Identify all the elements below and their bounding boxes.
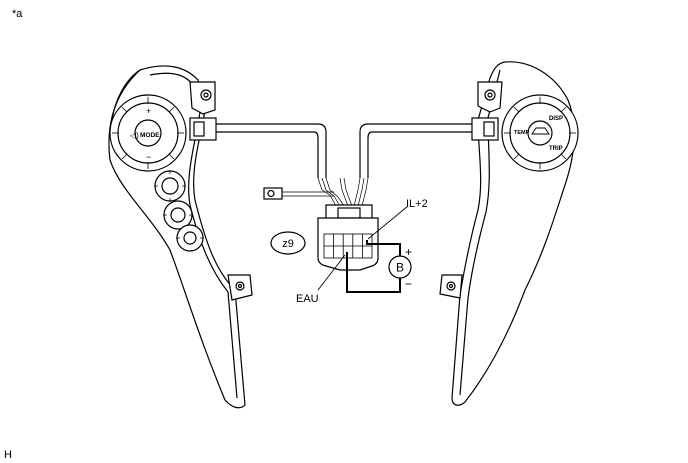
- left-mode-pad: [109, 94, 187, 172]
- branch-wire-terminal: [263, 187, 283, 200]
- negative-test-lead: [346, 252, 401, 293]
- left-voice-button: [154, 170, 186, 202]
- meter-circuit: [346, 240, 401, 293]
- left-steering-pad-switch: ◁) + −: [108, 65, 253, 409]
- right-display-pad-ticks: [504, 97, 576, 169]
- wire-harness: [216, 123, 472, 207]
- left-side-connector: [189, 117, 217, 141]
- voltmeter-symbol: [388, 255, 412, 279]
- figure-corner-label: *a: [12, 8, 23, 20]
- right-trip-label: TRIP: [549, 146, 563, 152]
- positive-sign: +: [405, 245, 412, 259]
- right-lower-mount-tab: [439, 274, 463, 299]
- left-harness-cable: [216, 123, 327, 178]
- voltmeter-label: B: [396, 261, 404, 275]
- left-mode-label: MODE: [140, 132, 160, 139]
- figure-code: H: [4, 449, 12, 461]
- left-volume-icon: ◁): [129, 131, 139, 140]
- left-minus-icon: −: [146, 152, 151, 162]
- connector-fan-wires: [317, 177, 369, 207]
- right-side-connector: [471, 117, 499, 141]
- connector-name-tag: [270, 231, 306, 255]
- connector-z9: [317, 204, 379, 271]
- left-mode-pad-ticks: [112, 97, 184, 169]
- left-plus-icon: +: [146, 106, 151, 116]
- right-steering-pad-switch: [439, 61, 579, 406]
- negative-sign: −: [405, 277, 412, 291]
- terminal-label-bottom: EAU: [296, 293, 319, 305]
- left-switch-inner-edge: [149, 72, 238, 399]
- positive-test-lead: [366, 240, 401, 256]
- connector-z9-body: [317, 217, 379, 271]
- left-button-ticks: [154, 170, 204, 239]
- left-hangup-button: [176, 224, 204, 252]
- right-temp-label: TEMP: [514, 130, 530, 136]
- il2-leader-line: [367, 205, 409, 240]
- left-upper-mount-hole: [200, 89, 212, 101]
- connector-name: z9: [282, 238, 294, 250]
- terminal-label-top: IL+2: [406, 198, 428, 210]
- right-disp-label: DISP: [549, 116, 563, 122]
- right-display-pad: [501, 94, 579, 172]
- left-switch-rim: [111, 69, 141, 121]
- right-car-icon: [531, 127, 550, 135]
- eau-leader-line: [317, 254, 346, 291]
- right-harness-cable: [359, 123, 472, 178]
